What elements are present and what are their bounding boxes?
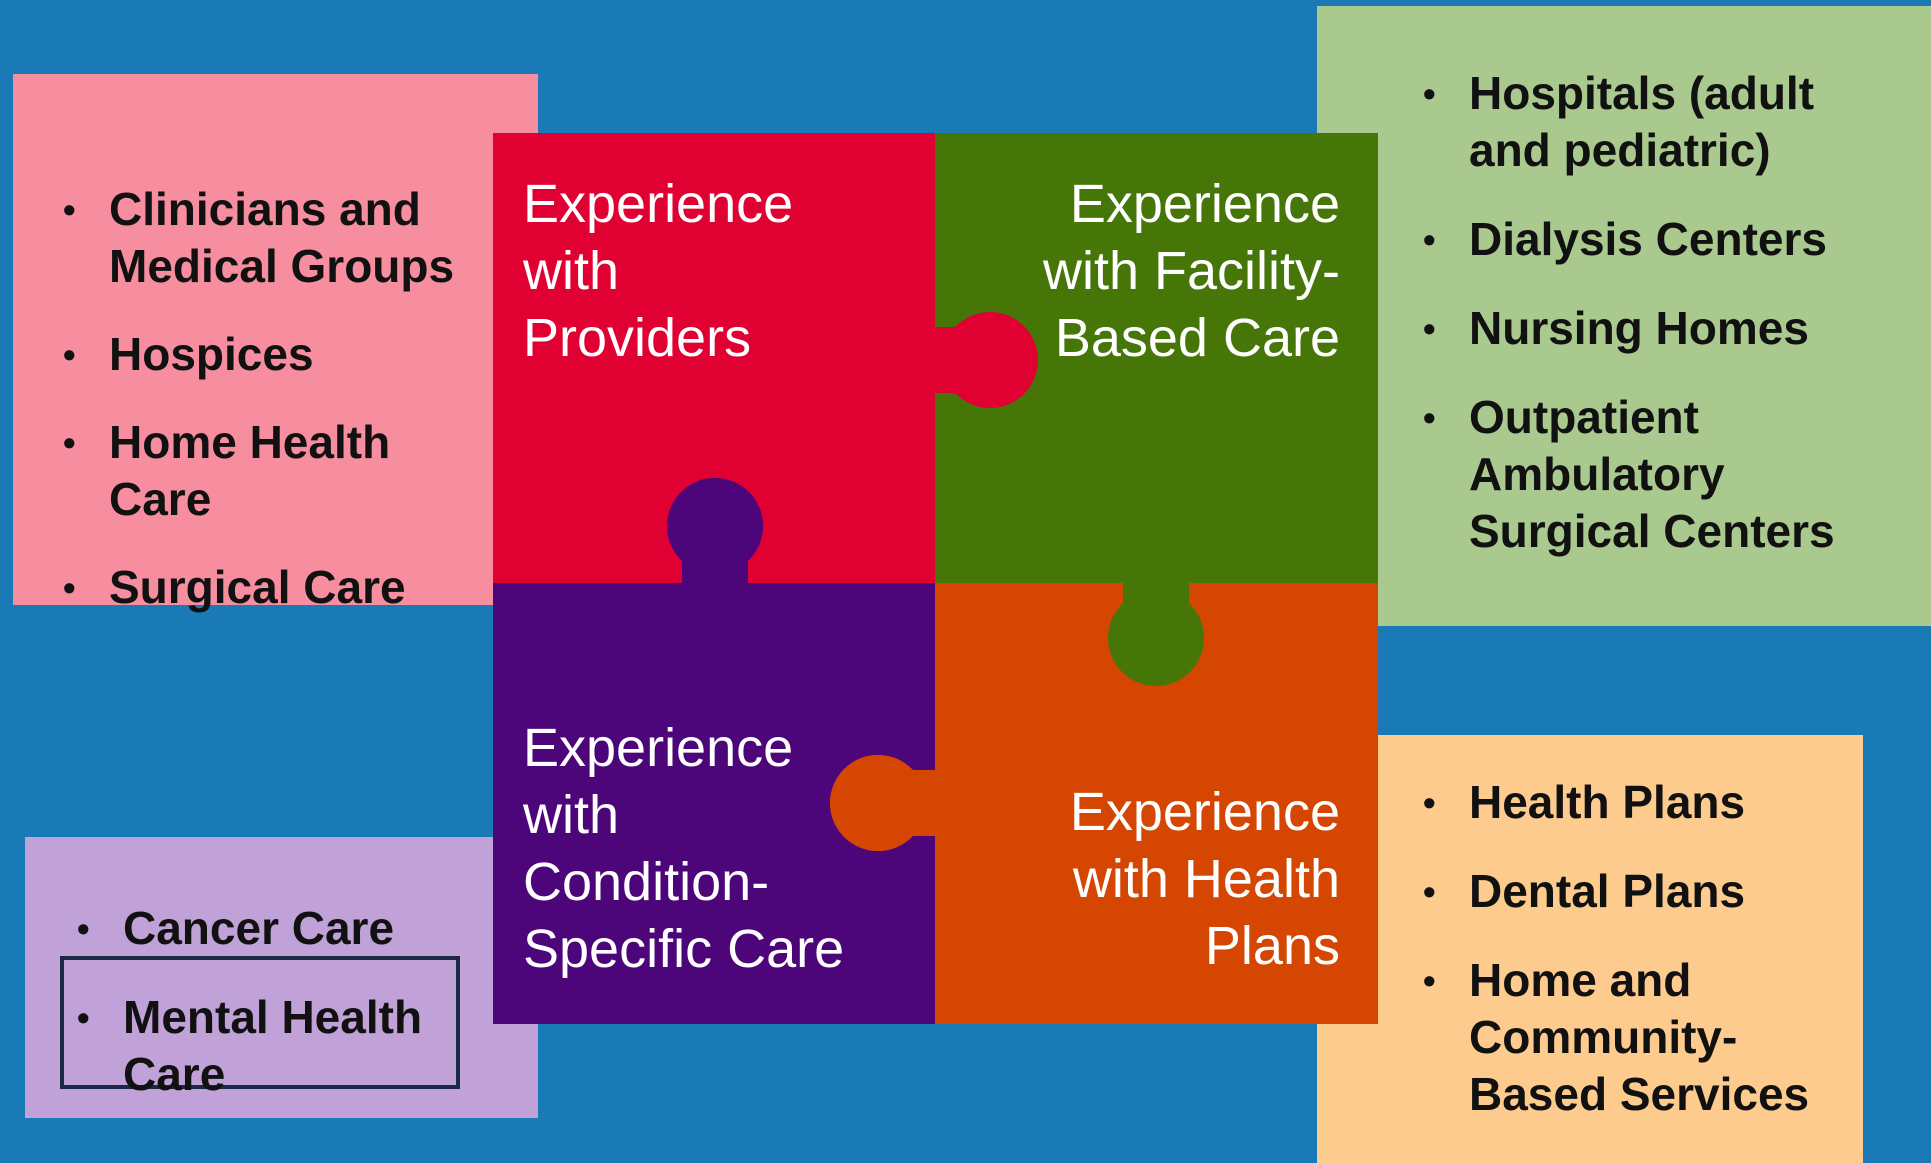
list-item: Nursing Homes (1423, 300, 1893, 357)
list-item: Hospices (63, 326, 503, 383)
list-item: Dental Plans (1423, 863, 1843, 920)
list-item: Health Plans (1423, 774, 1843, 831)
puzzle-knobs (667, 312, 1204, 851)
list-item: Surgical Care (63, 559, 503, 616)
health-plans-list-box: Health Plans Dental Plans Home andCommun… (1317, 735, 1863, 1163)
health-plans-list: Health Plans Dental Plans Home andCommun… (1423, 774, 1843, 1155)
list-item: Dialysis Centers (1423, 211, 1893, 268)
list-item: Cancer Care (77, 900, 477, 957)
